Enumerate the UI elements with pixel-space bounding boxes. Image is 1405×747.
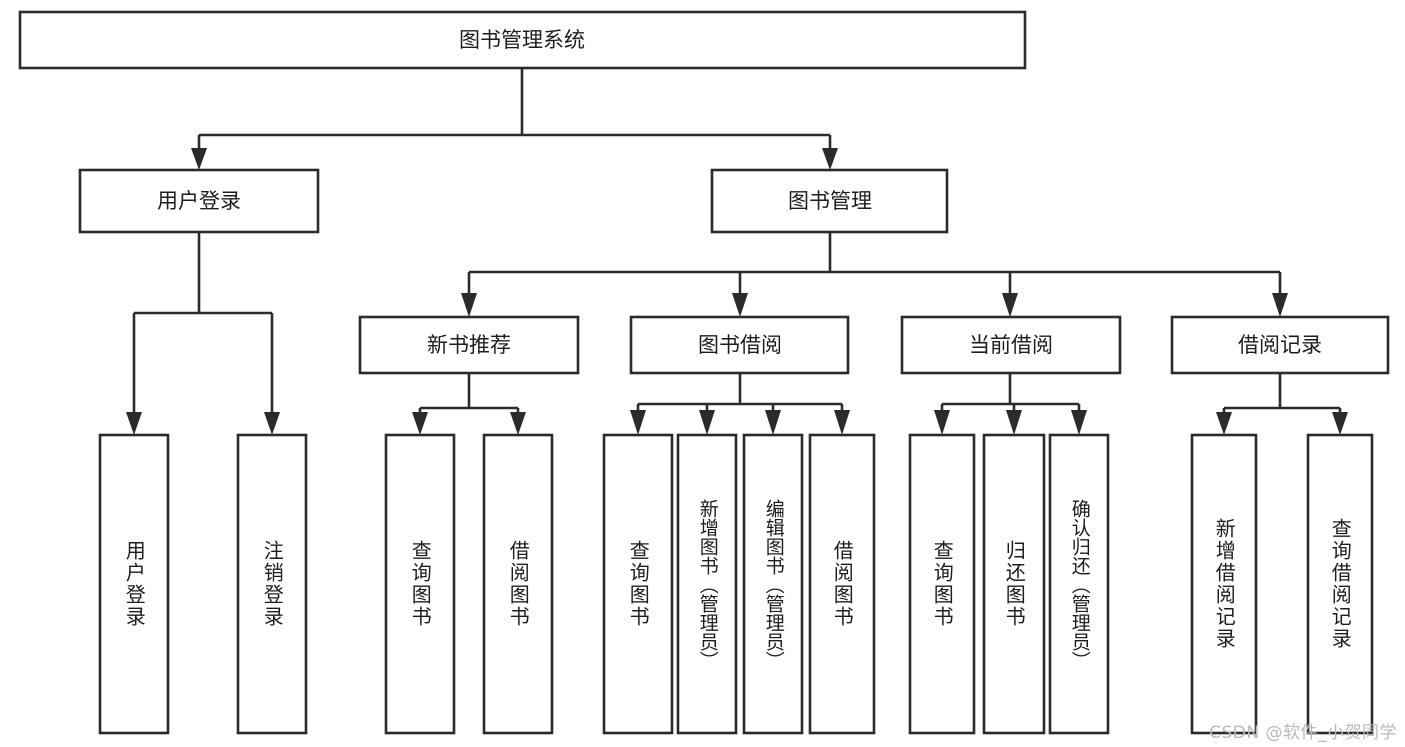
leaf-box-logout-login[interactable] [236,433,308,735]
leaf-box-confirm-return-admin[interactable] [1048,433,1110,735]
arrow-head-to-borrow [732,293,748,317]
arrow-head-newbook-leaf1 [412,412,428,435]
arrow-head-current-leaf1 [934,410,950,435]
node-root[interactable]: 图书管理系统 [18,10,1027,70]
nodes-layer: 图书管理系统 用户登录 图书管理 新书推荐 图书借阅 当前 [18,10,1390,735]
leaf-box-user-login[interactable] [98,433,170,735]
leaf-box-query-borrow-record[interactable] [1306,433,1374,735]
arrow-head-borrow-leaf1 [630,410,646,435]
arrow-head-newbook-leaf2 [510,412,526,435]
node-root-label: 图书管理系统 [459,28,585,52]
arrow-head-to-newbook [461,293,477,317]
arrow-head-to-bookmgmt [822,148,838,170]
connectors-layer [126,68,1348,435]
arrow-head-record-leaf2 [1332,412,1348,435]
arrow-head-to-current [1002,293,1018,317]
arrow-head-to-login [191,148,207,170]
arrow-head-record-leaf1 [1216,412,1232,435]
arrow-head-to-record [1272,293,1288,317]
leaf-boxes-layer [98,433,1374,735]
arrow-head-borrow-leaf2 [699,410,715,435]
node-book-borrow[interactable]: 图书借阅 [629,315,850,375]
arrow-head-borrow-leaf3 [765,410,781,435]
node-new-book-recommend-box[interactable] [358,315,580,375]
node-user-login-box[interactable] [78,168,320,234]
node-book-management[interactable]: 图书管理 [710,168,949,234]
node-current-borrow-label: 当前借阅 [969,333,1053,357]
node-current-borrow[interactable]: 当前借阅 [900,315,1122,375]
leaf-box-return-book[interactable] [982,433,1046,735]
arrow-head-login-leaf1 [126,412,142,435]
node-book-management-box[interactable] [710,168,949,234]
leaf-box-add-borrow-record[interactable] [1190,433,1258,735]
arrow-head-current-leaf2 [1006,410,1022,435]
node-user-login-label: 用户登录 [157,189,241,213]
node-book-borrow-label: 图书借阅 [698,333,782,357]
leaf-box-borrow-book-1[interactable] [482,433,554,735]
node-book-management-label: 图书管理 [788,189,872,213]
node-root-box[interactable] [18,10,1027,70]
node-new-book-recommend-label: 新书推荐 [427,333,511,357]
leaf-box-query-book-1[interactable] [384,433,456,735]
node-borrow-record-label: 借阅记录 [1238,333,1322,357]
leaf-box-query-book-2[interactable] [602,433,674,735]
leaf-box-add-book-admin[interactable] [676,433,738,735]
node-current-borrow-box[interactable] [900,315,1122,375]
node-book-borrow-box[interactable] [629,315,850,375]
arrow-head-borrow-leaf4 [834,410,850,435]
node-borrow-record[interactable]: 借阅记录 [1170,315,1390,375]
node-user-login[interactable]: 用户登录 [78,168,320,234]
arrow-head-current-leaf3 [1071,410,1087,435]
leaf-box-edit-book-admin[interactable] [742,433,804,735]
leaf-box-borrow-book-2[interactable] [808,433,876,735]
leaf-box-query-book-3[interactable] [908,433,976,735]
node-borrow-record-box[interactable] [1170,315,1390,375]
node-new-book-recommend[interactable]: 新书推荐 [358,315,580,375]
watermark-text: CSDN @软件_小贺同学 [1209,723,1397,743]
arrow-head-login-leaf2 [264,412,280,435]
